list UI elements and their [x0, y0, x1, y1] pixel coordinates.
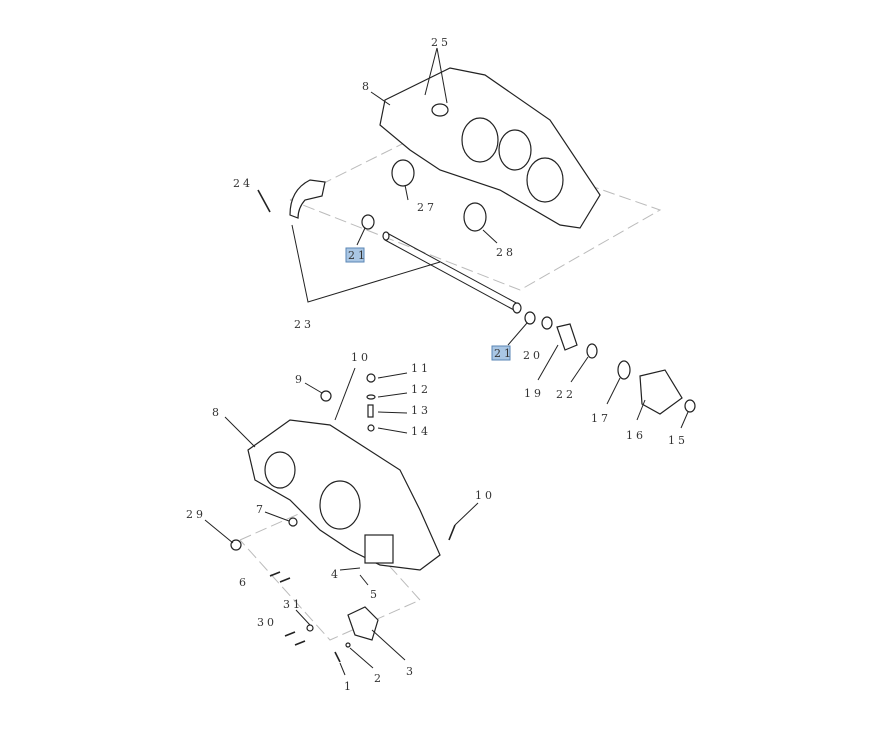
seal-28	[463, 202, 487, 232]
callout-21-lower[interactable]: 21	[494, 347, 514, 360]
callout-23[interactable]: 23	[294, 318, 314, 331]
callout-3[interactable]: 3	[406, 665, 416, 678]
bolt-1	[334, 651, 341, 663]
highlight-21-upper[interactable]	[345, 247, 365, 263]
callout-30[interactable]: 30	[257, 616, 277, 629]
assembly-plane-lower	[239, 499, 421, 641]
ball-14	[367, 424, 375, 432]
leader-23	[291, 224, 441, 303]
callout-10-upper[interactable]: 10	[351, 351, 371, 364]
leader-lines	[204, 47, 689, 676]
plug-9	[320, 390, 332, 402]
callout-7[interactable]: 7	[256, 503, 266, 516]
bolt-24	[257, 189, 271, 213]
callout-28[interactable]: 28	[496, 246, 516, 259]
callout-1[interactable]: 1	[344, 680, 354, 693]
callout-25[interactable]: 25	[431, 36, 451, 49]
seal-27	[391, 159, 415, 187]
boot-16	[639, 369, 683, 415]
callout-20[interactable]: 20	[523, 349, 543, 362]
clamp-15	[684, 399, 696, 413]
upper-housing	[379, 67, 601, 229]
ring-17	[617, 360, 631, 380]
assembly-plane-upper	[289, 129, 662, 291]
callout-2[interactable]: 2	[374, 672, 384, 685]
callout-16[interactable]: 16	[626, 429, 646, 442]
bolt-10-lower	[448, 524, 456, 541]
highlight-21-lower[interactable]	[491, 345, 511, 361]
ring-22	[586, 343, 598, 359]
callout-9[interactable]: 9	[295, 373, 305, 386]
lower-housing	[247, 419, 441, 571]
callout-11[interactable]: 11	[411, 362, 431, 375]
callout-5[interactable]: 5	[370, 588, 380, 601]
ring-21-upper	[361, 214, 375, 230]
callout-31[interactable]: 31	[283, 598, 303, 611]
callout-21-upper[interactable]: 21	[348, 249, 368, 262]
callout-6[interactable]: 6	[239, 576, 249, 589]
callout-27[interactable]: 27	[417, 201, 437, 214]
bolt-6b	[279, 577, 291, 583]
callout-8-lower[interactable]: 8	[212, 406, 222, 419]
ball-2	[345, 642, 351, 648]
valve-block-3	[347, 606, 379, 641]
callout-29[interactable]: 29	[186, 508, 206, 521]
oring-12	[366, 394, 376, 400]
ring-20	[541, 316, 553, 330]
bushing-19	[556, 323, 578, 351]
elbow-fitting	[289, 179, 326, 219]
bolt-30b	[294, 640, 306, 646]
spring-13	[367, 404, 374, 418]
breather-29	[230, 539, 242, 551]
callout-8-upper[interactable]: 8	[362, 80, 372, 93]
callout-4[interactable]: 4	[331, 568, 341, 581]
plug-11	[366, 373, 376, 383]
callout-14[interactable]: 14	[411, 425, 431, 438]
tube	[382, 231, 522, 314]
callout-17[interactable]: 17	[591, 412, 611, 425]
callout-19[interactable]: 19	[524, 387, 544, 400]
ring-21-lower	[524, 311, 536, 325]
bolt-30a	[284, 631, 296, 637]
plug-7	[288, 517, 298, 527]
bolt-6a	[269, 571, 281, 577]
callout-22[interactable]: 22	[556, 388, 576, 401]
washer-31	[306, 624, 314, 632]
callout-10-lower[interactable]: 10	[475, 489, 495, 502]
callout-13[interactable]: 13	[411, 404, 431, 417]
callout-24[interactable]: 24	[233, 177, 253, 190]
callout-15[interactable]: 15	[668, 434, 688, 447]
callout-12[interactable]: 12	[411, 383, 431, 396]
